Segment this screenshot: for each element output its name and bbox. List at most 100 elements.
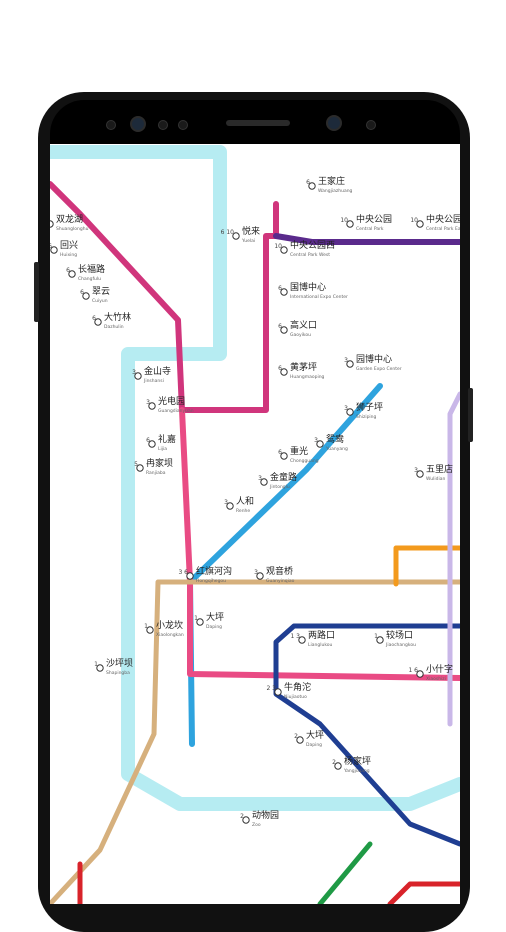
station-dot[interactable]: [296, 736, 304, 744]
station-name: 狮子坪: [356, 402, 383, 413]
station-name-en: Jiaochangkou: [385, 642, 416, 648]
station-dot[interactable]: [416, 220, 424, 228]
station-s9[interactable]: 双龙湖6Shuanglonghu: [50, 213, 89, 232]
station-dot[interactable]: [274, 688, 282, 696]
station-name: 小龙坎: [156, 619, 183, 631]
station-dot[interactable]: [280, 452, 288, 460]
station-dot[interactable]: [242, 816, 250, 824]
station-dot[interactable]: [148, 402, 156, 410]
station-dot[interactable]: [256, 572, 264, 580]
front-camera-icon: [130, 116, 146, 132]
station-name-en: Jintonglu: [269, 484, 290, 490]
volume-button: [34, 262, 39, 322]
station-s3[interactable]: 中央公园东10Central Park East: [410, 213, 460, 232]
station-name: 重光: [290, 445, 308, 457]
station-dot[interactable]: [50, 246, 58, 254]
line-4: [50, 579, 460, 904]
station-dot[interactable]: [416, 670, 424, 678]
station-dot[interactable]: [280, 288, 288, 296]
station-dot[interactable]: [316, 440, 324, 448]
station-dot[interactable]: [280, 246, 288, 254]
station-line-number: 6: [92, 315, 96, 322]
station-dot[interactable]: [346, 220, 354, 228]
station-name-en: Guangdianyuan: [158, 408, 194, 414]
station-dot[interactable]: [50, 220, 54, 228]
station-name: 红旗河沟: [196, 565, 232, 577]
station-line-number: 1: [194, 615, 198, 622]
station-dot[interactable]: [186, 572, 194, 580]
station-name: 鸳鸯: [326, 433, 344, 445]
station-dot[interactable]: [334, 762, 342, 770]
station-line-number: 3: [146, 399, 150, 406]
station-dot[interactable]: [416, 470, 424, 478]
station-dot[interactable]: [376, 636, 384, 644]
station-dot[interactable]: [82, 292, 90, 300]
station-dot[interactable]: [196, 618, 204, 626]
station-name-en: Xiaoshizi: [426, 676, 446, 682]
station-dot[interactable]: [280, 368, 288, 376]
station-dot[interactable]: [298, 636, 306, 644]
station-line-number: 1: [144, 623, 148, 630]
station-dot[interactable]: [94, 318, 102, 326]
station-name-en: Daping: [306, 742, 322, 748]
station-line-number: 3: [344, 357, 348, 364]
station-name-en: Daping: [206, 624, 222, 630]
station-dot[interactable]: [226, 502, 234, 510]
station-name: 两路口: [308, 629, 335, 641]
station-line-number: 1: [374, 633, 378, 640]
station-dot[interactable]: [346, 408, 354, 416]
station-dot[interactable]: [260, 478, 268, 486]
station-dot[interactable]: [308, 182, 316, 190]
station-dot[interactable]: [146, 626, 154, 634]
station-dot[interactable]: [232, 232, 240, 240]
station-name-en: Dazhulin: [104, 324, 124, 330]
station-name-en: Guanyinqiao: [266, 578, 295, 584]
station-dot[interactable]: [68, 270, 76, 278]
station-dot[interactable]: [136, 464, 144, 472]
station-dot[interactable]: [346, 360, 354, 368]
station-dot[interactable]: [280, 326, 288, 334]
station-line-number: 3: [344, 405, 348, 412]
loop-line: [50, 145, 460, 811]
station-dot[interactable]: [134, 372, 142, 380]
station-dot[interactable]: [96, 664, 104, 672]
station-dot[interactable]: [148, 440, 156, 448]
